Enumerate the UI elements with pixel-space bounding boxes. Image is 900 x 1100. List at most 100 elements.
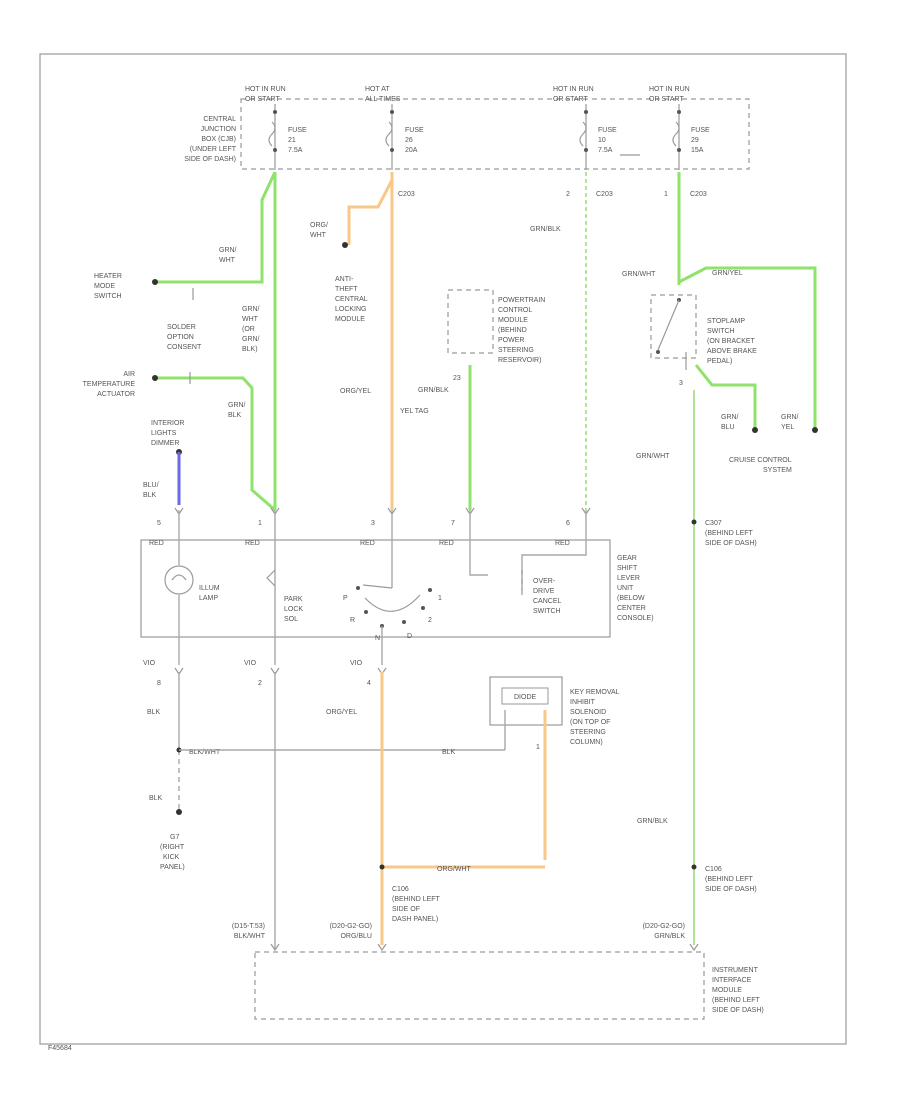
svg-text:(RIGHT: (RIGHT — [160, 844, 185, 851]
fuse-panel-box — [240, 98, 750, 170]
svg-text:SIDE OF DASH): SIDE OF DASH) — [184, 156, 236, 163]
svg-text:7: 7 — [451, 520, 455, 527]
wire-org-wht-antitheft — [347, 179, 394, 245]
svg-text:MODULE: MODULE — [712, 987, 742, 994]
svg-text:KEY REMOVAL: KEY REMOVAL — [570, 689, 620, 696]
park-lock-coil — [266, 569, 276, 587]
svg-text:POWER: POWER — [498, 337, 524, 344]
gear-shift-unit-label: GEAR SHIFT LEVER UNIT (BELOW CENTER CONS… — [617, 555, 654, 622]
svg-text:(BEHIND: (BEHIND — [498, 327, 527, 334]
svg-text:LEVER: LEVER — [617, 575, 640, 582]
gear-selector-switch: P R N D 2 1 — [343, 584, 442, 642]
svg-text:VIO: VIO — [350, 660, 363, 667]
svg-text:29: 29 — [691, 137, 699, 144]
wire-label-grn-wht-or-grn-blk: GRN/ WHT (OR GRN/ BLK) — [242, 306, 260, 353]
illum-lamp-filament — [171, 574, 187, 581]
wire-label-grn-yel2-a: GRN/ — [781, 414, 799, 421]
svg-text:SIDE OF DASH): SIDE OF DASH) — [705, 886, 757, 893]
svg-text:FUSE: FUSE — [405, 127, 424, 134]
wire-overdrive-in — [469, 510, 488, 576]
svg-text:N: N — [375, 635, 380, 642]
svg-text:SIDE OF: SIDE OF — [392, 906, 420, 913]
svg-text:TEMPERATURE: TEMPERATURE — [83, 381, 136, 388]
wire-label-grn-blk-lower: GRN/BLK — [637, 818, 668, 825]
svg-text:8: 8 — [157, 680, 161, 687]
wire-grn-blu — [694, 364, 757, 430]
diagram-code: F45684 — [48, 1045, 72, 1052]
svg-text:SWITCH: SWITCH — [707, 328, 735, 335]
wire-label-grn-yel2-b: YEL — [781, 424, 794, 431]
svg-text:MODE: MODE — [94, 283, 115, 290]
svg-text:DASH PANEL): DASH PANEL) — [392, 916, 438, 923]
wire-label-grn-yel-right: GRN/YEL — [712, 270, 743, 277]
overdrive-cancel-switch-label: OVER- DRIVE CANCEL SWITCH — [533, 578, 562, 615]
svg-text:(D20-G2-GO): (D20-G2-GO) — [330, 923, 372, 930]
connector-marks-top — [174, 507, 591, 516]
svg-text:UNIT: UNIT — [617, 585, 634, 592]
grn-blu-terminal — [752, 427, 758, 433]
wire-label-blu-blk-a: BLU/ — [143, 482, 159, 489]
svg-text:5: 5 — [157, 520, 161, 527]
wire-label-org-wht-lower: ORG/WHT — [437, 866, 472, 873]
svg-text:21: 21 — [288, 137, 296, 144]
svg-text:DRIVE: DRIVE — [533, 588, 555, 595]
svg-text:2: 2 — [428, 617, 432, 624]
fuse-26: FUSE 26 20A — [385, 104, 424, 170]
svg-text:PEDAL): PEDAL) — [707, 358, 732, 365]
heater-terminal — [152, 279, 158, 285]
connector-c203-a: C203 — [398, 191, 415, 198]
svg-text:CENTRAL: CENTRAL — [335, 296, 368, 303]
svg-text:(BEHIND LEFT: (BEHIND LEFT — [392, 896, 441, 903]
svg-text:CONSENT: CONSENT — [167, 344, 202, 351]
svg-text:KICK: KICK — [163, 854, 180, 861]
c307-node — [691, 519, 697, 525]
svg-text:LIGHTS: LIGHTS — [151, 430, 177, 437]
instrument-interface-module-box — [254, 951, 705, 1020]
wire-label-grn-wht2: GRN/WHT — [636, 453, 670, 460]
wire-label-org-wht-b: WHT — [310, 232, 327, 239]
wire-label-grn-blu-b: BLU — [721, 424, 735, 431]
svg-text:7.5A: 7.5A — [288, 147, 303, 154]
svg-text:(OR: (OR — [242, 326, 255, 333]
svg-text:RED: RED — [439, 540, 454, 547]
interior-lights-dimmer-label: INTERIOR LIGHTS DIMMER — [151, 420, 184, 447]
fuse-21: FUSE 21 7.5A — [268, 104, 307, 170]
wire-grn-blk-air — [155, 376, 276, 512]
svg-text:1: 1 — [258, 520, 262, 527]
svg-text:STEERING: STEERING — [570, 729, 606, 736]
svg-text:DIMMER: DIMMER — [151, 440, 179, 447]
svg-text:INSTRUMENT: INSTRUMENT — [712, 967, 759, 974]
svg-text:STOPLAMP: STOPLAMP — [707, 318, 745, 325]
svg-text:1: 1 — [438, 595, 442, 602]
solenoid-coil — [501, 687, 549, 705]
key-removal-solenoid-box — [489, 676, 563, 726]
hot-label-1b: OR START — [245, 96, 280, 103]
svg-text:G7: G7 — [170, 834, 179, 841]
svg-text:WHT: WHT — [242, 316, 259, 323]
svg-text:PANEL): PANEL) — [160, 864, 185, 871]
svg-text:FUSE: FUSE — [691, 127, 710, 134]
svg-text:ACTUATOR: ACTUATOR — [97, 391, 135, 398]
svg-text:(BEHIND LEFT: (BEHIND LEFT — [705, 876, 754, 883]
svg-text:(D15-T.53): (D15-T.53) — [232, 923, 265, 930]
svg-text:SWITCH: SWITCH — [94, 293, 122, 300]
illum-lamp-label-a: ILLUM — [199, 585, 220, 592]
svg-text:SOLENOID: SOLENOID — [570, 709, 606, 716]
gear-unit-pins: 5 1 3 7 6 RED RED RED RED RED — [149, 520, 570, 547]
svg-text:CONSOLE): CONSOLE) — [617, 615, 654, 622]
svg-text:(ON BRACKET: (ON BRACKET — [707, 338, 756, 345]
wire-spec-2: (D20-G2-GO) ORG/BLU — [330, 923, 372, 940]
svg-text:20A: 20A — [405, 147, 418, 154]
stoplamp-box — [650, 294, 697, 359]
wire-label-blk3: BLK — [149, 795, 163, 802]
svg-text:CENTER: CENTER — [617, 605, 646, 612]
svg-text:3: 3 — [371, 520, 375, 527]
illum-lamp-label-b: LAMP — [199, 595, 218, 602]
svg-text:R: R — [350, 617, 355, 624]
svg-text:BLK): BLK) — [242, 346, 258, 353]
svg-text:SIDE OF DASH): SIDE OF DASH) — [712, 1007, 764, 1014]
svg-text:SOLDER: SOLDER — [167, 324, 196, 331]
connector-pin-2: 2 — [566, 191, 570, 198]
svg-text:MODULE: MODULE — [498, 317, 528, 324]
